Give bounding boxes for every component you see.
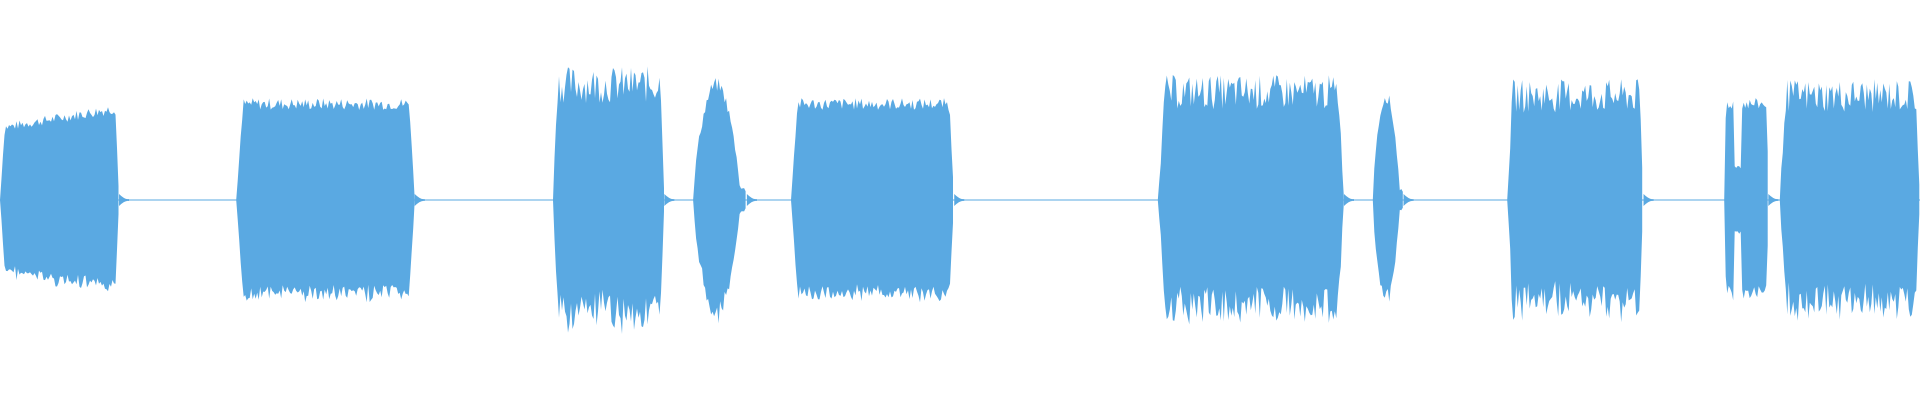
waveform-segment <box>1372 95 1403 302</box>
waveform-segment-tail <box>1403 194 1414 206</box>
waveform-segment-tail <box>1643 194 1654 206</box>
waveform-segments <box>0 66 1920 335</box>
waveform-segment-tail <box>954 194 965 206</box>
waveform-segment <box>791 98 953 303</box>
waveform-segment <box>236 98 415 303</box>
waveform-segment <box>553 66 664 335</box>
waveform-segment-tail <box>1344 194 1354 206</box>
waveform-segment <box>1779 79 1920 321</box>
waveform-segment-tail <box>414 194 425 206</box>
waveform-segment <box>1724 98 1768 301</box>
waveform-segment-tail <box>746 194 757 206</box>
waveform-segment-tail <box>119 194 130 206</box>
waveform-segment <box>1507 79 1643 323</box>
waveform-segment <box>693 78 746 324</box>
waveform-segment <box>1157 75 1344 325</box>
waveform-segment-tail <box>1768 194 1779 206</box>
waveform-segment-tail <box>664 194 675 206</box>
waveform-segment <box>0 107 119 292</box>
